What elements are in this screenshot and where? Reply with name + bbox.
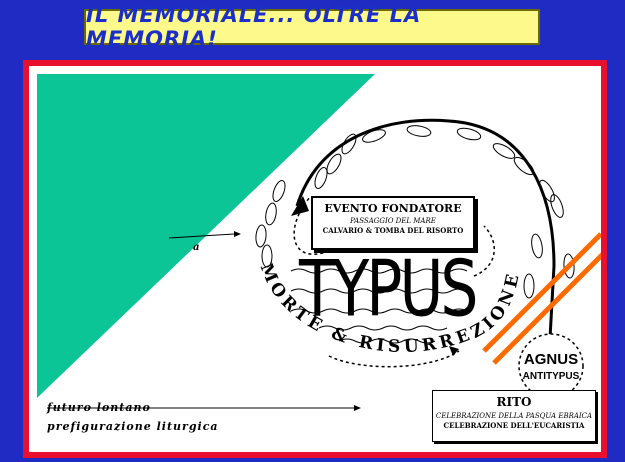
inner-arrow-bottom xyxy=(328,350,460,368)
orange-strike-2 xyxy=(492,252,601,365)
outer-arc-arrowhead xyxy=(291,196,309,216)
typus-label: TYPUS xyxy=(299,244,478,335)
arrow-upper-head xyxy=(234,231,241,237)
inner-arrowhead xyxy=(449,346,459,356)
prefigurazione-label: prefigurazione liturgica xyxy=(47,420,219,433)
diagram-canvas: AGNUS ANTITYPUS MORTE & RISURREZIONE xyxy=(37,74,601,411)
footprints xyxy=(255,125,575,299)
arrow-timeline-head xyxy=(354,405,361,411)
footprint-icon xyxy=(406,125,432,137)
agnus-label: AGNUS xyxy=(524,351,578,368)
footprint-icon xyxy=(492,143,516,159)
diagram-panel: AGNUS ANTITYPUS MORTE & RISURREZIONE EVE… xyxy=(23,60,607,458)
footprint-icon xyxy=(314,167,328,189)
evento-heading: EVENTO FONDATORE xyxy=(324,202,462,215)
footprint-icon xyxy=(341,133,357,155)
footprint-icon xyxy=(523,273,535,299)
arrow-upper xyxy=(168,233,235,239)
rito-box: RITO CELEBRAZIONE DELLA PASQUA EBRAICA C… xyxy=(432,390,596,442)
footprint-icon xyxy=(456,127,482,141)
left-fragment-label: a xyxy=(193,242,200,253)
footprint-icon xyxy=(513,156,535,176)
footprint-icon xyxy=(539,179,555,203)
page-title: IL MEMORIALE... OLTRE LA MEMORIA! xyxy=(86,3,422,51)
footprint-icon xyxy=(265,202,277,226)
outer-arc xyxy=(295,118,556,357)
orange-strike-1 xyxy=(482,232,601,353)
futuro-label: futuro lontano xyxy=(47,401,151,414)
rito-heading: RITO xyxy=(496,395,532,409)
footprint-icon xyxy=(326,153,342,175)
footprint-icon xyxy=(255,224,267,248)
footprint-icon xyxy=(550,194,564,218)
inner-arrow-right xyxy=(473,225,495,277)
title-banner: IL MEMORIALE... OLTRE LA MEMORIA! xyxy=(84,3,540,51)
footprint-icon xyxy=(531,233,543,259)
rito-line1: CELEBRAZIONE DELLA PASQUA EBRAICA xyxy=(435,412,593,420)
footprint-icon xyxy=(362,129,386,143)
evento-line1: PASSAGGIO DEL MARE xyxy=(350,217,436,225)
evento-box: EVENTO FONDATORE PASSAGGIO DEL MARE CALV… xyxy=(311,196,475,250)
antitypus-label: ANTITYPUS xyxy=(523,371,580,382)
rito-line2: CELEBRAZIONE DELL'EUCARISTIA xyxy=(443,421,585,430)
footprint-icon xyxy=(563,253,575,279)
inner-arrow-left xyxy=(293,195,330,255)
evento-line2: CALVARIO & TOMBA DEL RISORTO xyxy=(322,226,464,235)
footprint-icon xyxy=(272,180,286,202)
water-waves xyxy=(290,268,468,344)
footprint-icon xyxy=(261,244,273,268)
